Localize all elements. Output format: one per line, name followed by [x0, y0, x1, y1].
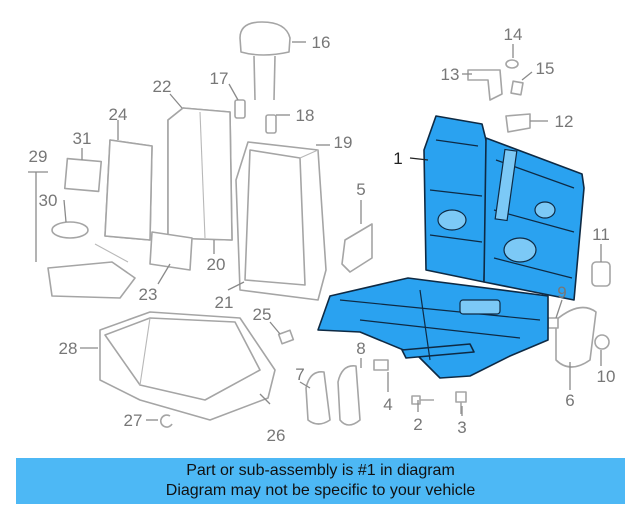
callout-24: 24 — [109, 105, 128, 124]
bracket-23-part — [149, 231, 193, 271]
callout-21: 21 — [215, 293, 234, 312]
right-side-parts — [467, 59, 611, 368]
callout-15: 15 — [536, 59, 555, 78]
leader-lines — [28, 41, 602, 421]
callout-14: 14 — [504, 25, 523, 44]
callout-5: 5 — [356, 180, 365, 199]
callout-10: 10 — [597, 367, 616, 386]
side-trim-part — [47, 139, 153, 299]
headrest-guide-part — [234, 99, 277, 134]
callout-20: 20 — [207, 255, 226, 274]
callout-25: 25 — [253, 305, 272, 324]
callout-31: 31 — [73, 129, 92, 148]
callout-4: 4 — [383, 395, 392, 414]
callout-18: 18 — [296, 106, 315, 125]
callout-22: 22 — [153, 77, 172, 96]
callout-29: 29 — [29, 147, 48, 166]
parts-diagram: 1 2 3 4 5 6 7 8 9 10 11 12 13 14 15 16 1… — [28, 21, 616, 445]
callout-11: 11 — [592, 225, 610, 244]
clip-9-part — [547, 317, 559, 329]
callout-8: 8 — [356, 339, 365, 358]
bracket-5-part — [341, 223, 373, 273]
seatback-cover-part — [235, 141, 327, 301]
clip-parts — [159, 329, 295, 428]
callout-7: 7 — [295, 365, 304, 384]
callout-27: 27 — [124, 411, 143, 430]
callout-17: 17 — [210, 69, 229, 88]
callout-23: 23 — [139, 285, 158, 304]
headrest-part — [239, 21, 291, 101]
banner-line-disclaimer: Diagram may not be specific to your vehi… — [165, 482, 476, 499]
seat-frame-assembly-part-1 — [317, 115, 585, 379]
callout-2: 2 — [413, 415, 422, 434]
callout-13: 13 — [441, 65, 460, 84]
callout-6: 6 — [565, 391, 574, 410]
callout-26: 26 — [267, 426, 286, 445]
info-banner: Part or sub-assembly is #1 in diagram Di… — [16, 458, 625, 504]
seat-cushion-part — [99, 311, 276, 421]
callout-19: 19 — [334, 133, 353, 152]
callout-28: 28 — [59, 339, 78, 358]
hinge-cover-parts — [305, 365, 361, 426]
banner-line-part-number: Part or sub-assembly is #1 in diagram — [186, 462, 455, 479]
callout-1: 1 — [393, 149, 402, 168]
callout-12: 12 — [555, 112, 574, 131]
callout-16: 16 — [312, 33, 331, 52]
callout-labels: 1 2 3 4 5 6 7 8 9 10 11 12 13 14 15 16 1… — [29, 25, 616, 445]
callout-3: 3 — [457, 418, 466, 437]
callout-9: 9 — [557, 283, 566, 302]
callout-30: 30 — [39, 191, 58, 210]
seatback-pad-part — [167, 107, 233, 241]
